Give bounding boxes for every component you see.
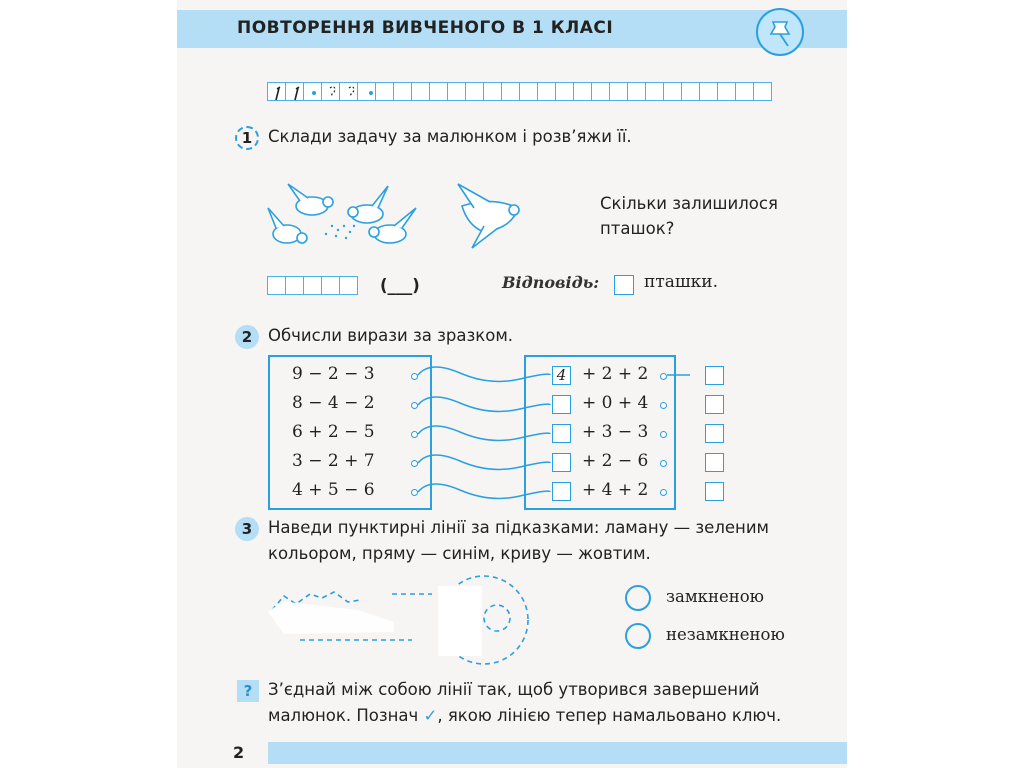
result-box[interactable] xyxy=(552,395,571,414)
right-connector-dot[interactable] xyxy=(660,402,667,409)
grid-cell[interactable] xyxy=(303,276,322,295)
unit-bracket: (___) xyxy=(380,276,420,295)
result-box[interactable] xyxy=(552,453,571,472)
dashed-lines-key-drawing xyxy=(268,575,529,665)
right-expression: + 0 + 4 xyxy=(582,393,649,413)
task-2-text: Обчисли вирази за зразком. xyxy=(268,326,514,345)
grid-cell[interactable] xyxy=(339,276,358,295)
grid-cell[interactable] xyxy=(645,82,664,101)
right-connector-dot[interactable] xyxy=(660,431,667,438)
page-number: 2 xyxy=(233,743,245,762)
question-line2: малюнок. Познач ✓, якою лінією тепер нам… xyxy=(268,703,781,729)
grid-cell[interactable] xyxy=(537,82,556,101)
grid-cell[interactable] xyxy=(555,82,574,101)
result-box[interactable] xyxy=(552,482,571,501)
option-closed-circle[interactable] xyxy=(625,585,651,611)
grid-cell[interactable] xyxy=(447,82,466,101)
grid-cell[interactable] xyxy=(393,82,412,101)
result-box[interactable]: 4 xyxy=(552,366,571,385)
grid-cell[interactable] xyxy=(465,82,484,101)
left-connector-dot[interactable] xyxy=(411,460,418,467)
question-line2-end: , якою лінією тепер намальовано ключ. xyxy=(437,706,782,725)
grid-cell[interactable] xyxy=(609,82,628,101)
answer-box[interactable] xyxy=(705,482,724,501)
left-expression: 4 + 5 − 6 xyxy=(292,480,375,500)
right-connector-dot[interactable] xyxy=(660,460,667,467)
right-connector-dot[interactable] xyxy=(660,489,667,496)
answer-box[interactable] xyxy=(705,453,724,472)
left-expression: 8 − 4 − 2 xyxy=(292,393,375,413)
grid-cell[interactable] xyxy=(681,82,700,101)
grid-cell[interactable] xyxy=(717,82,736,101)
task-3-text-line2: кольором, пряму — синім, криву — жовтим. xyxy=(268,544,651,563)
task-1-question-line1: Скільки залишилося xyxy=(600,194,778,213)
grid-cell[interactable] xyxy=(429,82,448,101)
task-1-number: 1 xyxy=(235,126,259,150)
answer-unit: пташки. xyxy=(644,272,719,292)
left-expression: 3 − 2 + 7 xyxy=(292,451,375,471)
grid-cell[interactable] xyxy=(285,276,304,295)
task-3-text-line1: Наведи пунктирні лінії за підказками: ла… xyxy=(268,518,769,537)
left-connector-dot[interactable] xyxy=(411,431,418,438)
workbook-page xyxy=(177,0,847,768)
solution-grid xyxy=(267,276,358,295)
grid-cell[interactable] xyxy=(483,82,502,101)
left-expressions-box xyxy=(268,355,432,510)
grid-cell[interactable] xyxy=(627,82,646,101)
question-line2-start: малюнок. Познач xyxy=(268,706,419,725)
right-connector-dot[interactable] xyxy=(660,373,667,380)
option-closed-label: замкненою xyxy=(666,587,765,606)
result-box[interactable] xyxy=(552,424,571,443)
footer-bar xyxy=(268,742,847,764)
right-expression: + 2 + 2 xyxy=(582,364,649,384)
left-connector-dot[interactable] xyxy=(411,489,418,496)
grid-cell[interactable] xyxy=(321,276,340,295)
right-expressions-box xyxy=(524,355,676,510)
task-1-text: Склади задачу за малюнком і розв’яжи її. xyxy=(268,127,632,146)
grid-cell[interactable] xyxy=(591,82,610,101)
option-open-circle[interactable] xyxy=(625,623,651,649)
grid-cell[interactable] xyxy=(267,276,286,295)
option-open-label: незамкненою xyxy=(666,625,785,644)
pushpin-icon xyxy=(756,8,804,56)
question-badge: ? xyxy=(237,680,259,702)
answer-label: Відповідь: xyxy=(502,273,600,292)
page-title: ПОВТОРЕННЯ ВИВЧЕНОГО В 1 КЛАСІ xyxy=(237,18,614,38)
left-connector-dot[interactable] xyxy=(411,402,418,409)
right-expression: + 2 − 6 xyxy=(582,451,649,471)
birds-illustration xyxy=(267,183,520,249)
answer-box[interactable] xyxy=(705,395,724,414)
task-3-number: 3 xyxy=(235,517,259,541)
task-2-number: 2 xyxy=(235,325,259,349)
grid-cell[interactable] xyxy=(753,82,772,101)
header-bar xyxy=(177,10,847,48)
left-expression: 6 + 2 − 5 xyxy=(292,422,375,442)
answer-box[interactable] xyxy=(705,424,724,443)
checkmark-icon: ✓ xyxy=(423,706,438,725)
grid-cell[interactable] xyxy=(699,82,718,101)
grid-cell[interactable] xyxy=(501,82,520,101)
right-expression: + 4 + 2 xyxy=(582,480,649,500)
grid-cell[interactable] xyxy=(735,82,754,101)
grid-cell[interactable] xyxy=(573,82,592,101)
question-line1: З’єднай між собою лінії так, щоб утворив… xyxy=(268,680,760,699)
writing-grid xyxy=(267,82,772,101)
answer-box[interactable] xyxy=(705,366,724,385)
grid-cell[interactable] xyxy=(663,82,682,101)
answer-input-box[interactable] xyxy=(614,275,634,295)
grid-cell[interactable] xyxy=(519,82,538,101)
writing-sample xyxy=(275,86,373,101)
grid-cell[interactable] xyxy=(411,82,430,101)
right-expression: + 3 − 3 xyxy=(582,422,649,442)
connector-curves xyxy=(417,366,690,500)
task-1-question-line2: пташок? xyxy=(600,219,675,238)
left-connector-dot[interactable] xyxy=(411,373,418,380)
left-expression: 9 − 2 − 3 xyxy=(292,364,375,384)
